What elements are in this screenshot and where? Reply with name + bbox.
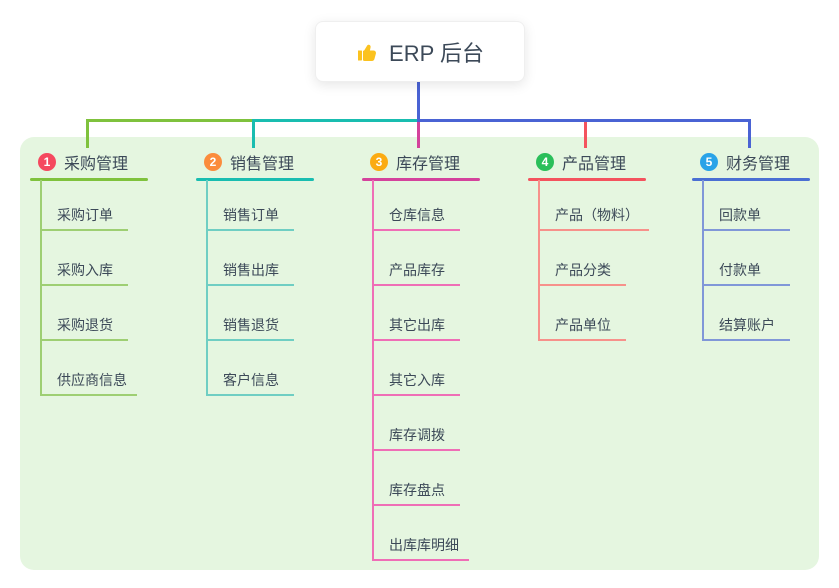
child-node[interactable]: 供应商信息 [40,370,137,396]
child-node[interactable]: 采购退货 [40,315,128,341]
branch-number-badge: 2 [204,153,222,171]
branch-label: 财务管理 [726,156,791,173]
branches-panel [20,137,819,570]
branch-label: 库存管理 [396,156,461,173]
child-node[interactable]: 客户信息 [206,370,294,396]
child-node[interactable]: 仓库信息 [372,205,460,231]
branch-node-inventory[interactable]: 3 库存管理 [362,150,460,174]
child-node[interactable]: 库存盘点 [372,480,460,506]
connector-root-drop [417,82,420,120]
child-node[interactable]: 产品分类 [538,260,626,286]
connector-drop-product [584,122,587,148]
child-node[interactable]: 回款单 [702,205,790,231]
branch-underline [30,178,148,181]
branch-underline [528,178,646,181]
branch-node-procurement[interactable]: 1 采购管理 [30,150,128,174]
branch-node-sales[interactable]: 2 销售管理 [196,150,294,174]
connector-horizontal-procurement [86,119,254,122]
branch-number-badge: 3 [370,153,388,171]
child-node[interactable]: 销售退货 [206,315,294,341]
branch-child-trunk [40,180,42,396]
branch-label: 销售管理 [230,156,295,173]
child-node[interactable]: 采购入库 [40,260,128,286]
child-node[interactable]: 产品单位 [538,315,626,341]
child-node[interactable]: 采购订单 [40,205,128,231]
branch-number-badge: 1 [38,153,56,171]
connector-horizontal-sales [252,119,418,122]
child-node[interactable]: 结算账户 [702,315,790,341]
branch-child-trunk [372,180,374,561]
branch-underline [362,178,480,181]
branch-child-trunk [538,180,540,341]
child-node[interactable]: 产品（物料） [538,205,649,231]
branch-node-finance[interactable]: 5 财务管理 [692,150,790,174]
connector-drop-procurement [86,119,89,148]
child-node[interactable]: 其它入库 [372,370,460,396]
branch-label: 产品管理 [562,156,627,173]
thumbs-up-icon [358,44,376,61]
child-node[interactable]: 销售订单 [206,205,294,231]
branch-child-trunk [206,180,208,396]
branch-underline [196,178,314,181]
child-node[interactable]: 库存调拨 [372,425,460,451]
branch-label: 采购管理 [64,156,129,173]
child-node[interactable]: 销售出库 [206,260,294,286]
child-node[interactable]: 其它出库 [372,315,460,341]
branch-number-badge: 4 [536,153,554,171]
child-node[interactable]: 出库库明细 [372,535,469,561]
branch-node-product[interactable]: 4 产品管理 [528,150,626,174]
root-node[interactable]: ERP 后台 [315,21,525,82]
branch-child-trunk [702,180,704,341]
branch-number-badge: 5 [700,153,718,171]
root-label: ERP 后台 [389,40,484,66]
child-node[interactable]: 付款单 [702,260,790,286]
connector-drop-sales [252,119,255,148]
connector-horizontal-finance [417,119,751,122]
connector-drop-finance [748,119,751,148]
branch-underline [692,178,810,181]
connector-drop-inventory [417,122,420,148]
child-node[interactable]: 产品库存 [372,260,460,286]
